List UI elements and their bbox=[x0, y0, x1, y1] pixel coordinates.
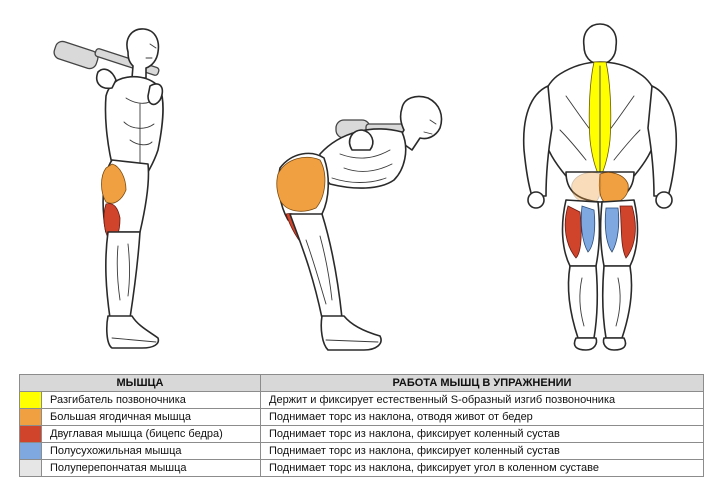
color-swatch bbox=[19, 425, 42, 443]
muscle-name: Большая ягодичная мышца bbox=[41, 408, 261, 426]
glute-max-back-left bbox=[571, 172, 602, 205]
semitendinosus-left bbox=[580, 205, 596, 253]
color-swatch bbox=[19, 391, 42, 409]
muscle-name: Разгибатель позвоночника bbox=[41, 391, 261, 409]
semitendinosus-right bbox=[604, 207, 620, 253]
muscle-work: Поднимает торс из наклона, отводя живот … bbox=[260, 408, 704, 426]
table-header-row: МЫШЦА РАБОТА МЫШЦ В УПРАЖНЕНИИ bbox=[19, 374, 704, 392]
exercise-illustration bbox=[53, 23, 678, 351]
biceps-femoris-right bbox=[619, 205, 636, 259]
color-swatch bbox=[19, 459, 42, 477]
muscle-work: Поднимает торс из наклона, фиксирует кол… bbox=[260, 425, 704, 443]
glute-max-back bbox=[598, 172, 629, 205]
table-row: Двуглавая мышца (бицепс бедра)Поднимает … bbox=[19, 425, 704, 443]
muscle-name: Полуперепончатая мышца bbox=[41, 459, 261, 477]
muscle-name: Полусухожильная мышца bbox=[41, 442, 261, 460]
back-view-figure bbox=[522, 23, 678, 351]
standing-figure bbox=[53, 28, 164, 349]
header-muscle: МЫШЦА bbox=[19, 374, 261, 392]
muscle-work: Поднимает торс из наклона, фиксирует уго… bbox=[260, 459, 704, 477]
muscle-table: МЫШЦА РАБОТА МЫШЦ В УПРАЖНЕНИИ Разгибате… bbox=[19, 374, 704, 477]
muscle-work: Поднимает торс из наклона, фиксирует кол… bbox=[260, 442, 704, 460]
muscle-name: Двуглавая мышца (бицепс бедра) bbox=[41, 425, 261, 443]
glute-max-standing bbox=[101, 163, 127, 204]
biceps-femoris-left bbox=[564, 205, 582, 259]
glute-max-bent bbox=[276, 157, 326, 212]
header-work: РАБОТА МЫШЦ В УПРАЖНЕНИИ bbox=[260, 374, 704, 392]
color-swatch bbox=[19, 442, 42, 460]
color-swatch bbox=[19, 408, 42, 426]
bent-over-figure bbox=[276, 95, 443, 351]
muscle-work: Держит и фиксирует естественный S-образн… bbox=[260, 391, 704, 409]
barbell-left bbox=[53, 40, 99, 70]
